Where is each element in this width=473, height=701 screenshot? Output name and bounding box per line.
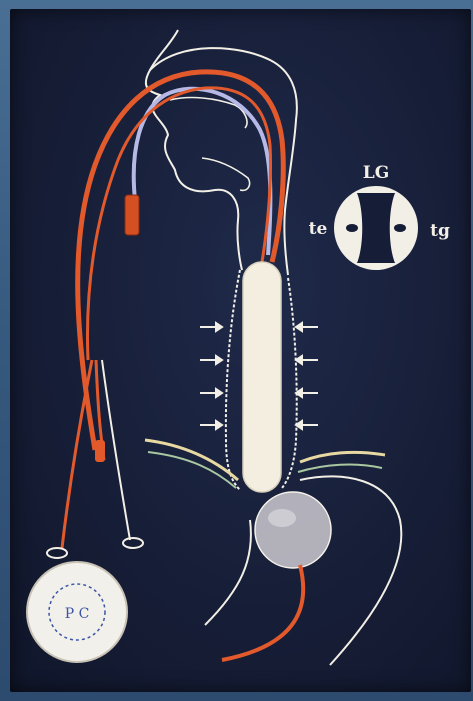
diaphragm-right: [300, 452, 385, 462]
mouth-line: [202, 158, 250, 190]
esophagus-right-wall: [282, 278, 297, 488]
label-lg: LG: [363, 163, 389, 183]
red-tube-bottom: [222, 565, 303, 660]
tube-connector: [125, 195, 139, 235]
right-valve: [123, 538, 143, 548]
gauge-disc-marking: P C: [65, 606, 90, 622]
gastric-balloon: [255, 492, 331, 568]
diaphragm-left: [145, 440, 238, 480]
diaphragm-right-2: [298, 465, 382, 472]
stomach-inner-curve: [205, 520, 251, 625]
gauge-symbol-left-hole: [346, 224, 358, 232]
head-outline: [146, 30, 242, 270]
gauge-symbol-hourglass: [357, 193, 395, 263]
label-tg: tg: [430, 221, 450, 241]
white-branch: [102, 360, 130, 540]
left-valve: [47, 548, 67, 558]
pressure-arrows-left: [200, 323, 222, 429]
label-te: te: [309, 219, 328, 239]
esophageal-balloon: [243, 262, 281, 492]
gastric-balloon-highlight: [268, 509, 296, 527]
red-branch-left: [62, 360, 92, 548]
branch-cap: [95, 440, 105, 462]
gauge-symbol-right-hole: [394, 224, 406, 232]
esophagus-left-wall: [226, 270, 240, 490]
pressure-arrows-right: [296, 323, 318, 429]
